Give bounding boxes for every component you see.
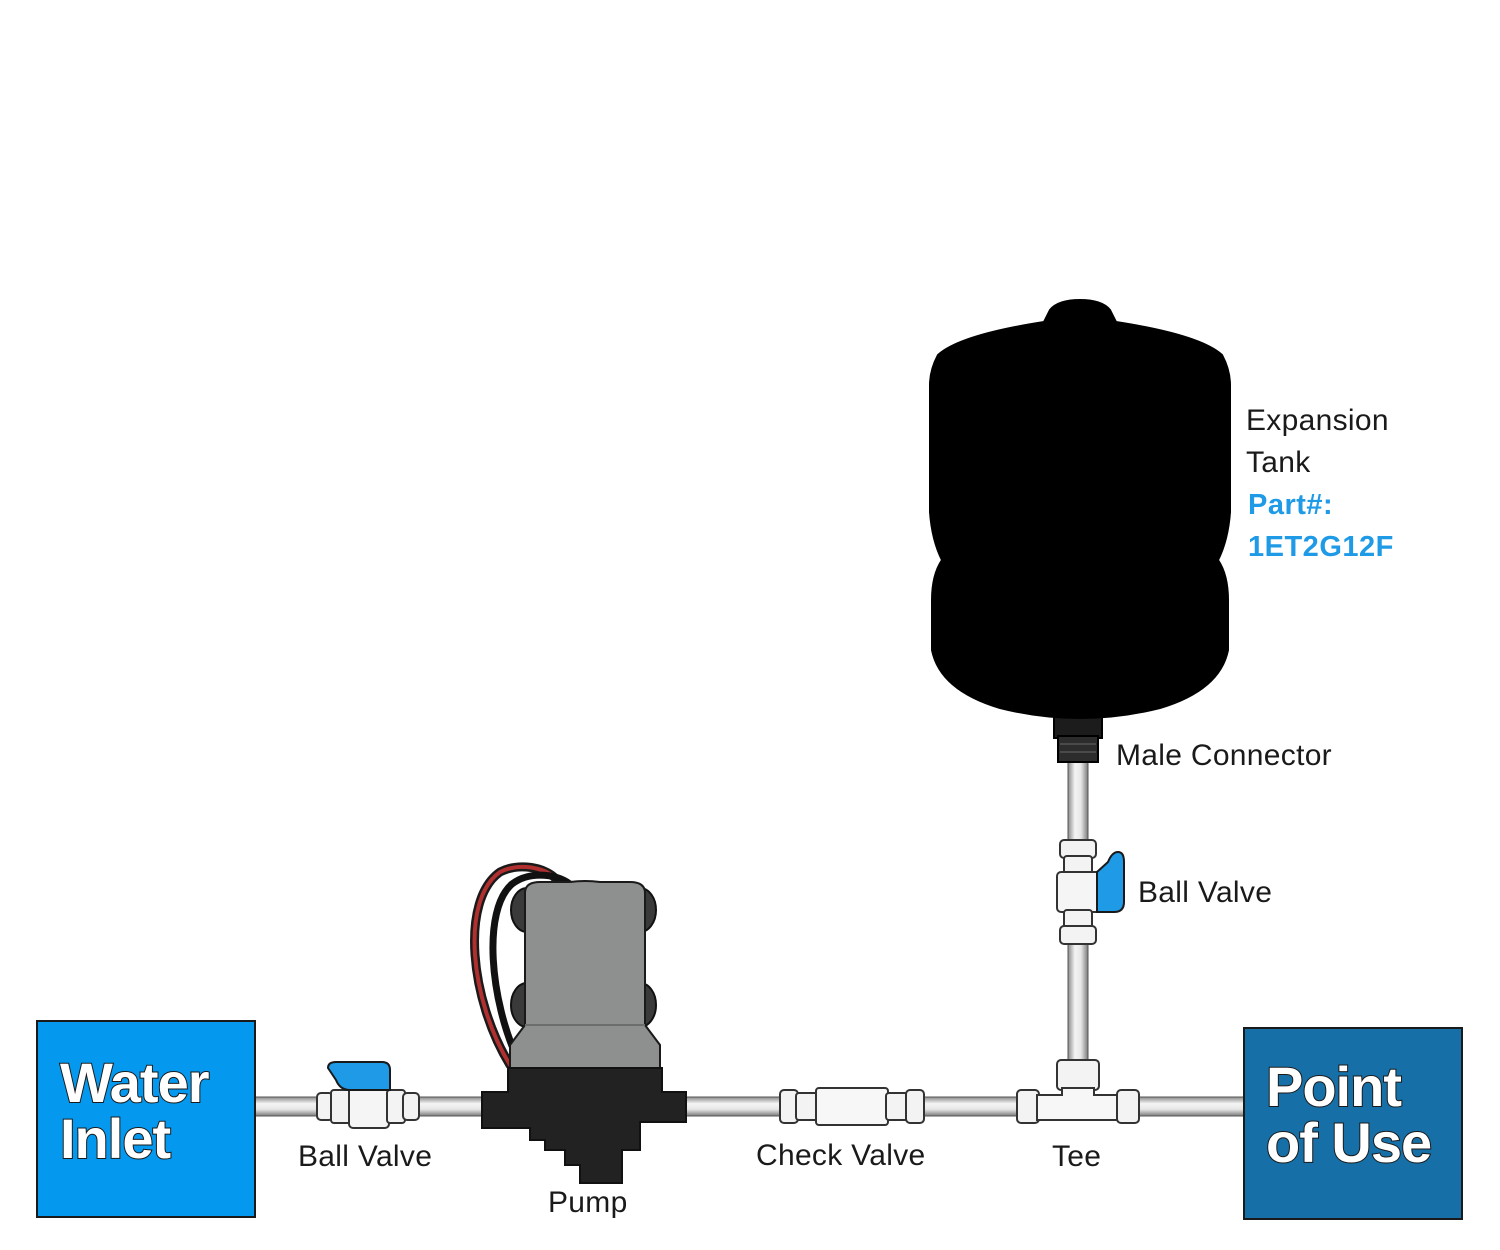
pump-label: Pump (548, 1186, 628, 1219)
part-number: 1ET2G12F (1248, 531, 1394, 563)
tank-ball-valve-label: Ball Valve (1138, 876, 1273, 909)
part-label: Part#: (1248, 489, 1334, 521)
tee-fitting-icon (1016, 1059, 1140, 1124)
expansion-tank-icon (929, 298, 1231, 720)
point-of-use-title: Point of Use (1265, 1055, 1433, 1174)
expansion-tank-label-line2: Tank (1246, 446, 1311, 479)
tank-ball-valve-icon (1056, 839, 1125, 945)
expansion-tank-label-line1: Expansion (1246, 404, 1389, 437)
ball-valve-icon (316, 1061, 420, 1129)
water-inlet-title: Water Inlet (59, 1051, 211, 1170)
check-valve-icon (779, 1087, 925, 1126)
tee-label: Tee (1052, 1140, 1102, 1173)
water-inlet-box (36, 1020, 256, 1218)
ball-valve-inlet-label: Ball Valve (298, 1140, 433, 1173)
pump-icon (470, 862, 687, 1184)
check-valve-label: Check Valve (756, 1139, 926, 1172)
male-connector-icon (1053, 715, 1103, 763)
point-of-use-box (1243, 1027, 1463, 1220)
male-connector-label: Male Connector (1116, 739, 1332, 772)
